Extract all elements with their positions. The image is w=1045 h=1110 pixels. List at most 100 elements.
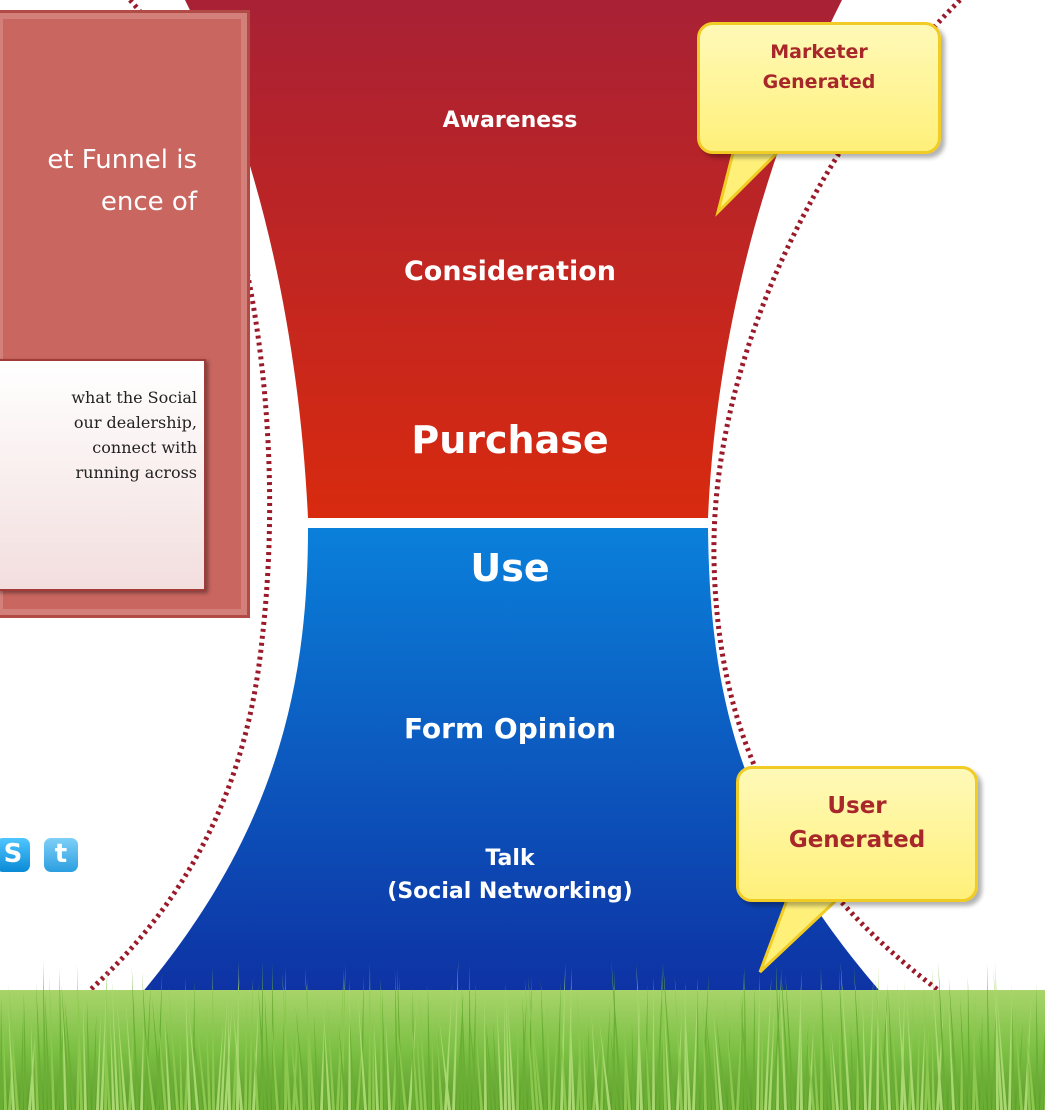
grass-blade	[461, 985, 467, 1110]
grass-blade	[552, 1028, 558, 1110]
grass-blade	[188, 1004, 199, 1110]
grass-blade	[599, 1020, 611, 1110]
grass-blade	[812, 1021, 819, 1110]
grass-blade	[740, 996, 751, 1110]
grass-blade	[43, 961, 47, 1110]
grass-blade	[712, 1006, 723, 1110]
grass-blade	[821, 1021, 831, 1110]
grass-blade	[624, 1014, 627, 1110]
grass-blade	[577, 988, 583, 1110]
grass-blade	[556, 980, 561, 1110]
grass-blade	[702, 997, 707, 1110]
grass-blade	[392, 977, 400, 1110]
grass-blade	[644, 983, 648, 1110]
grass-blade	[906, 990, 915, 1110]
grass-blade	[692, 977, 699, 1110]
grass-blade	[507, 997, 515, 1110]
grass-blade	[931, 964, 943, 1110]
grass-blade	[96, 1011, 101, 1110]
grass-blade	[349, 1010, 355, 1110]
grass-blade	[876, 964, 879, 1110]
grass-blade	[684, 980, 687, 1110]
grass-blade	[661, 974, 667, 1110]
grass-blade	[806, 1029, 815, 1110]
grass-blade	[838, 968, 847, 1110]
grass-blade	[44, 991, 51, 1110]
grass-blade	[439, 1018, 451, 1110]
grass-blade	[144, 983, 151, 1110]
panel-body-line3: connect with	[92, 438, 197, 457]
dotted-outline-right	[711, 0, 1045, 1063]
grass-blade	[460, 1008, 463, 1110]
grass-blade	[192, 1024, 203, 1110]
grass-blade	[531, 1010, 543, 1110]
grass-blade	[357, 989, 367, 1110]
grass-blade	[936, 997, 944, 1110]
grass-blade	[195, 1008, 207, 1110]
grass-blade	[156, 971, 163, 1110]
grass-blade	[227, 1000, 231, 1110]
twitter-icon[interactable]: t	[44, 838, 78, 872]
grass-blade	[1040, 1030, 1045, 1110]
grass-blade	[475, 1026, 483, 1110]
grass-blade	[131, 967, 139, 1110]
grass-blade	[394, 969, 399, 1110]
grass-blade	[372, 1006, 375, 1110]
grass-blade	[409, 997, 419, 1110]
grass-blade	[780, 974, 787, 1110]
grass-blade	[142, 971, 151, 1110]
grass-blade	[252, 998, 259, 1110]
grass-blade	[931, 1017, 935, 1110]
grass-blade	[775, 961, 783, 1110]
grass-blade	[611, 960, 623, 1110]
grass-blade	[220, 995, 228, 1110]
grass-blade	[427, 983, 431, 1110]
grass-blade	[631, 1023, 635, 1110]
grass-blade	[546, 995, 551, 1110]
grass-blade	[674, 976, 683, 1110]
grass-blade	[61, 984, 71, 1110]
stage-talk-line2: (Social Networking)	[387, 879, 633, 904]
panel-title-line2: ence of	[100, 187, 197, 217]
grass-blade	[948, 1028, 954, 1110]
grass-blade	[456, 990, 464, 1110]
grass-blade	[62, 987, 67, 1110]
grass-blade	[36, 982, 43, 1110]
grass-blade	[768, 1002, 775, 1110]
panel-body-line2: our dealership,	[73, 413, 197, 432]
grass-blade	[30, 1021, 35, 1110]
grass-blade	[872, 1023, 877, 1110]
grass-blade	[591, 1012, 599, 1110]
grass-blade	[2, 1012, 8, 1110]
grass-blade	[0, 995, 3, 1110]
marketer-generated-callout: Marketer Generated	[697, 22, 941, 154]
grass-blade	[381, 987, 387, 1110]
grass-blade	[86, 998, 91, 1110]
grass-blade	[892, 1020, 899, 1110]
grass-blade	[785, 974, 795, 1110]
grass-blade	[992, 996, 997, 1110]
grass-blade	[338, 1023, 347, 1110]
grass-blade	[49, 975, 55, 1110]
grass-blade	[1008, 982, 1013, 1110]
grass-blade	[385, 1020, 391, 1110]
grass-blade	[117, 1029, 123, 1110]
grass-blade	[368, 962, 371, 1110]
grass-blade	[916, 1009, 920, 1110]
grass-blade	[960, 995, 967, 1110]
grass-blade	[610, 1028, 619, 1110]
grass-blade	[820, 966, 823, 1110]
grass-blade	[395, 1012, 407, 1110]
grass-blade	[324, 1027, 327, 1110]
grass-blade	[295, 1006, 307, 1110]
grass-blade	[356, 1018, 364, 1110]
user-generated-callout: User Generated	[736, 766, 978, 902]
grass-blade	[711, 1018, 719, 1110]
grass-blade	[496, 1001, 503, 1110]
skype-icon[interactable]: S	[0, 838, 30, 872]
grass-blade	[165, 1020, 175, 1110]
marketer-callout-line2: Generated	[762, 71, 876, 93]
grass-blade	[736, 971, 745, 1110]
grass-blade	[897, 981, 907, 1110]
grass-blades	[0, 960, 1045, 1110]
